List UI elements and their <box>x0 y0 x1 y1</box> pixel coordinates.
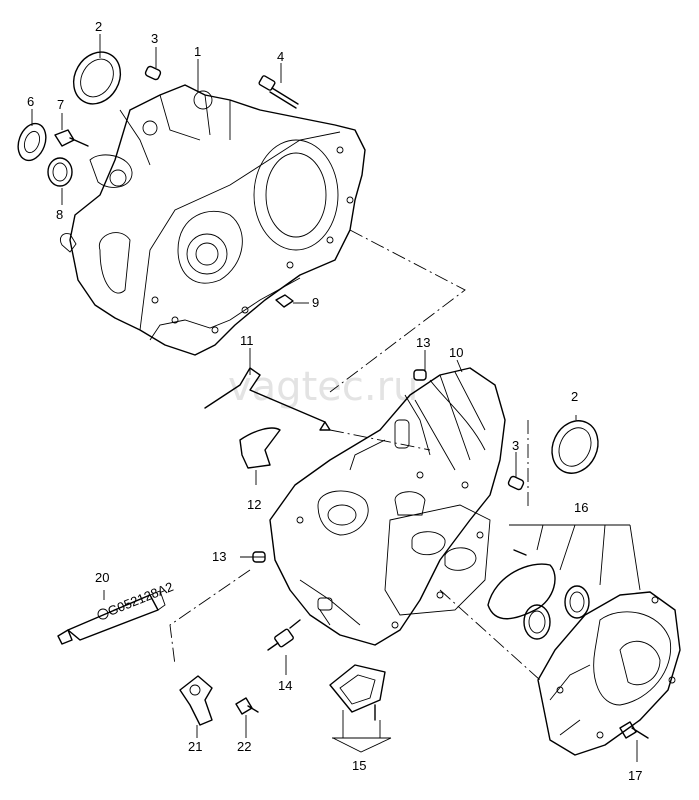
part-labels: 2 1 3 4 6 7 8 9 13 10 11 12 2 3 13 14 16… <box>27 19 642 783</box>
label-3-top: 3 <box>151 31 158 46</box>
assembly-line-1 <box>329 229 466 393</box>
bolt-4 <box>258 75 299 109</box>
plug-13-top <box>413 369 427 381</box>
label-2-right: 2 <box>571 389 578 404</box>
assembly-line-5 <box>329 429 431 451</box>
block-9 <box>275 294 294 308</box>
label-12: 12 <box>247 497 261 512</box>
label-15: 15 <box>352 758 366 773</box>
end-cover <box>537 591 681 756</box>
plug-top <box>144 65 162 81</box>
label-20: 20 <box>95 570 109 585</box>
plate-15 <box>329 664 386 721</box>
watermark: vagtec.ru <box>228 364 418 410</box>
holder-21 <box>179 675 213 726</box>
label-6: 6 <box>27 94 34 109</box>
label-10: 10 <box>449 345 463 360</box>
label-14: 14 <box>278 678 292 693</box>
gearbox-housing <box>269 367 506 646</box>
seal-ring-top <box>72 51 122 105</box>
label-2-top: 2 <box>95 19 102 34</box>
bolt-22 <box>235 697 259 715</box>
bracket-12 <box>239 427 281 469</box>
plug-right <box>507 475 525 491</box>
label-21: 21 <box>188 739 202 754</box>
bolt-17 <box>619 721 649 739</box>
label-1: 1 <box>194 44 201 59</box>
sealant-tube-20: G052128A2 <box>57 579 176 645</box>
clutch-housing <box>59 84 366 356</box>
screw-7 <box>54 129 89 147</box>
bearing-6 <box>17 122 47 162</box>
label-22: 22 <box>237 739 251 754</box>
leader-lines <box>31 34 641 762</box>
shift-rod-11 <box>204 367 331 431</box>
tube-print: G052128A2 <box>106 579 176 619</box>
label-17: 17 <box>628 768 642 783</box>
label-8: 8 <box>56 207 63 222</box>
seal-ring-right <box>551 420 599 474</box>
label-9: 9 <box>312 295 319 310</box>
label-13-left: 13 <box>212 549 226 564</box>
label-16: 16 <box>574 500 588 515</box>
assembly-line-4 <box>169 569 251 666</box>
label-11: 11 <box>240 333 254 348</box>
ring-8 <box>47 157 73 187</box>
label-7: 7 <box>57 97 64 112</box>
assembly-line-3 <box>439 589 541 681</box>
label-3-right: 3 <box>512 438 519 453</box>
label-4: 4 <box>277 49 284 64</box>
bearing-set-16 <box>487 549 590 640</box>
label-13-top: 13 <box>416 335 430 350</box>
sensor-14 <box>267 619 301 651</box>
